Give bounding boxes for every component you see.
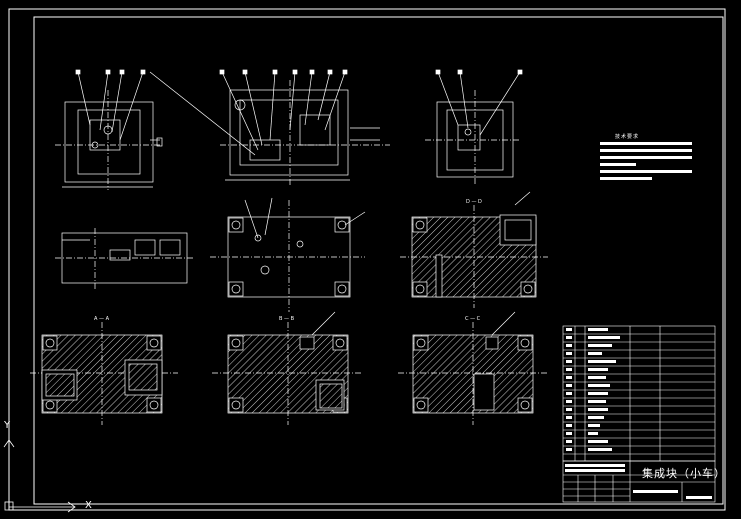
middle-center-view [210,197,366,312]
parts-list-entries [566,328,620,451]
section-view-b [212,311,362,425]
section-label-c: C — C [465,316,481,322]
section-label-d: D — D [466,199,482,205]
technical-requirements [600,142,692,180]
middle-left-view [55,228,195,290]
ucs-x-label: X [85,500,92,511]
ucs-icon [3,439,76,513]
section-label-b: B — B [279,316,295,322]
tech-requirements-heading: 技术要求 [615,134,640,140]
top-left-view [55,69,163,190]
drawing-frame [8,8,726,511]
top-right-view [425,69,523,185]
top-middle-view [149,69,390,185]
section-view-c [398,311,548,425]
drawing-title: 集成块（小车） [642,467,726,480]
title-block [562,460,716,503]
ucs-y-label: Y [4,420,11,431]
section-view-d [400,191,548,308]
title-block-fills [565,464,712,499]
section-view-a [30,322,178,425]
parts-list-table [562,325,716,462]
section-label-a: A — A [94,316,110,322]
